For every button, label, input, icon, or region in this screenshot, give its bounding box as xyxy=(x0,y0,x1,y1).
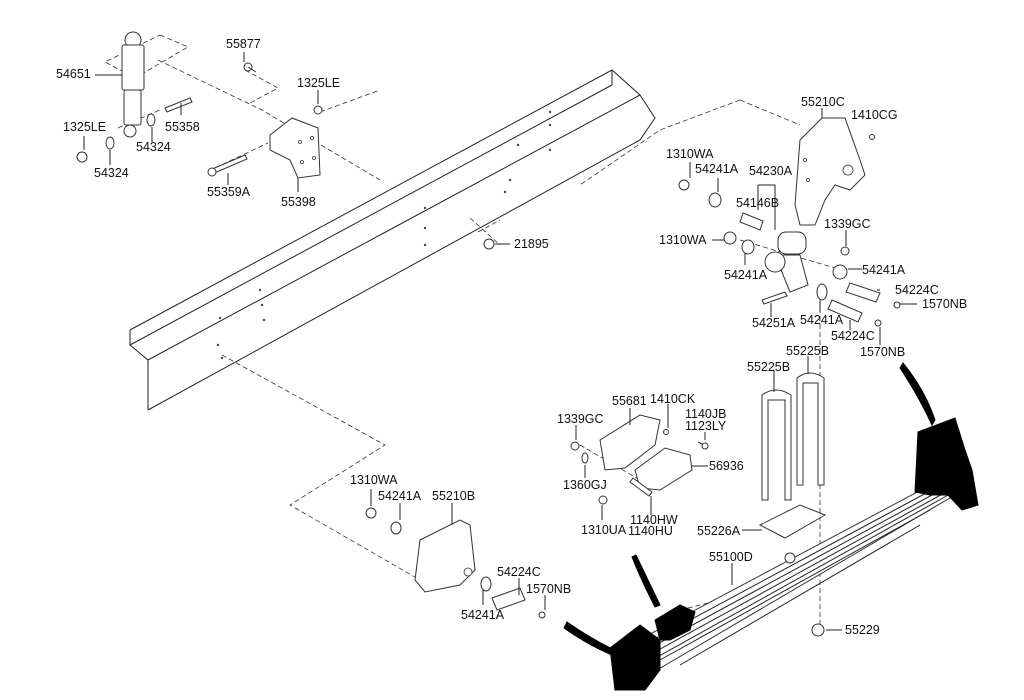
part-label-55225B: 55225B xyxy=(786,344,830,358)
part-label-55210B: 55210B xyxy=(432,489,476,503)
part-label-54241A: 54241A xyxy=(461,608,505,622)
part-label-1339GC: 1339GC xyxy=(557,412,604,426)
spring-seat-assembly xyxy=(570,414,709,505)
part-label-1140JB: 1140JB xyxy=(685,407,727,421)
part-label-54241A: 54241A xyxy=(378,489,422,503)
part-label-1410CG: 1410CG xyxy=(851,108,898,122)
shackle-assembly xyxy=(678,179,901,327)
part-label-54224C: 54224C xyxy=(497,565,541,579)
part-label-1310WA: 1310WA xyxy=(350,473,398,487)
part-label-54146B: 54146B xyxy=(736,196,780,210)
bracket-55398 xyxy=(269,117,321,179)
hanger-55210B xyxy=(365,507,546,619)
part-label-55210C: 55210C xyxy=(801,95,845,109)
part-label-54651: 54651 xyxy=(56,67,91,81)
part-label-21895: 21895 xyxy=(514,237,549,251)
leader-lines xyxy=(83,52,917,631)
part-label-54241A: 54241A xyxy=(695,162,739,176)
part-label-1140HW: 1140HW xyxy=(630,513,678,527)
part-label-1570NB: 1570NB xyxy=(526,582,572,596)
spring-pad-55226A xyxy=(758,504,827,539)
part-label-1410CK: 1410CK xyxy=(650,392,696,406)
part-label-55225B: 55225B xyxy=(747,360,791,374)
highlight-hangers xyxy=(563,362,979,691)
part-label-54324: 54324 xyxy=(136,140,171,154)
part-label-1325LE: 1325LE xyxy=(63,120,107,134)
part-label-54324: 54324 xyxy=(94,166,129,180)
part-label-54230A: 54230A xyxy=(749,164,793,178)
part-label-1310WA: 1310WA xyxy=(666,147,714,161)
part-label-1360GJ: 1360GJ xyxy=(563,478,607,492)
hanger-55210C xyxy=(794,117,875,226)
part-label-55877: 55877 xyxy=(226,37,261,51)
part-label-55226A: 55226A xyxy=(697,524,741,538)
nut-21895 xyxy=(483,238,495,250)
part-label-1570NB: 1570NB xyxy=(922,297,968,311)
part-label-1339GC: 1339GC xyxy=(824,217,871,231)
part-label-55359A: 55359A xyxy=(207,185,251,199)
leaf-spring xyxy=(619,479,956,681)
part-label-55681: 55681 xyxy=(612,394,647,408)
part-label-55229: 55229 xyxy=(845,623,880,637)
part-label-54241A: 54241A xyxy=(862,263,906,277)
frame-rail xyxy=(129,69,656,411)
part-label-1570NB: 1570NB xyxy=(860,345,906,359)
part-label-1325LE: 1325LE xyxy=(297,76,341,90)
part-label-1123LY: 1123LY xyxy=(685,419,727,433)
part-label-55358: 55358 xyxy=(165,120,200,134)
part-label-56936: 56936 xyxy=(709,459,744,473)
u-bolts xyxy=(761,372,825,501)
shock-absorber xyxy=(121,31,145,138)
shock-fasteners xyxy=(76,62,323,177)
part-label-1140HU: 1140HU xyxy=(628,524,673,538)
part-label-54224C: 54224C xyxy=(895,283,939,297)
part-label-55398: 55398 xyxy=(281,195,316,209)
part-label-54241A: 54241A xyxy=(800,313,844,327)
part-label-1310UA: 1310UA xyxy=(581,523,627,537)
part-label-54224C: 54224C xyxy=(831,329,875,343)
part-label-54241A: 54241A xyxy=(724,268,768,282)
part-label-1310WA: 1310WA xyxy=(659,233,707,247)
part-label-54251A: 54251A xyxy=(752,316,796,330)
part-label-55100D: 55100D xyxy=(709,550,753,564)
